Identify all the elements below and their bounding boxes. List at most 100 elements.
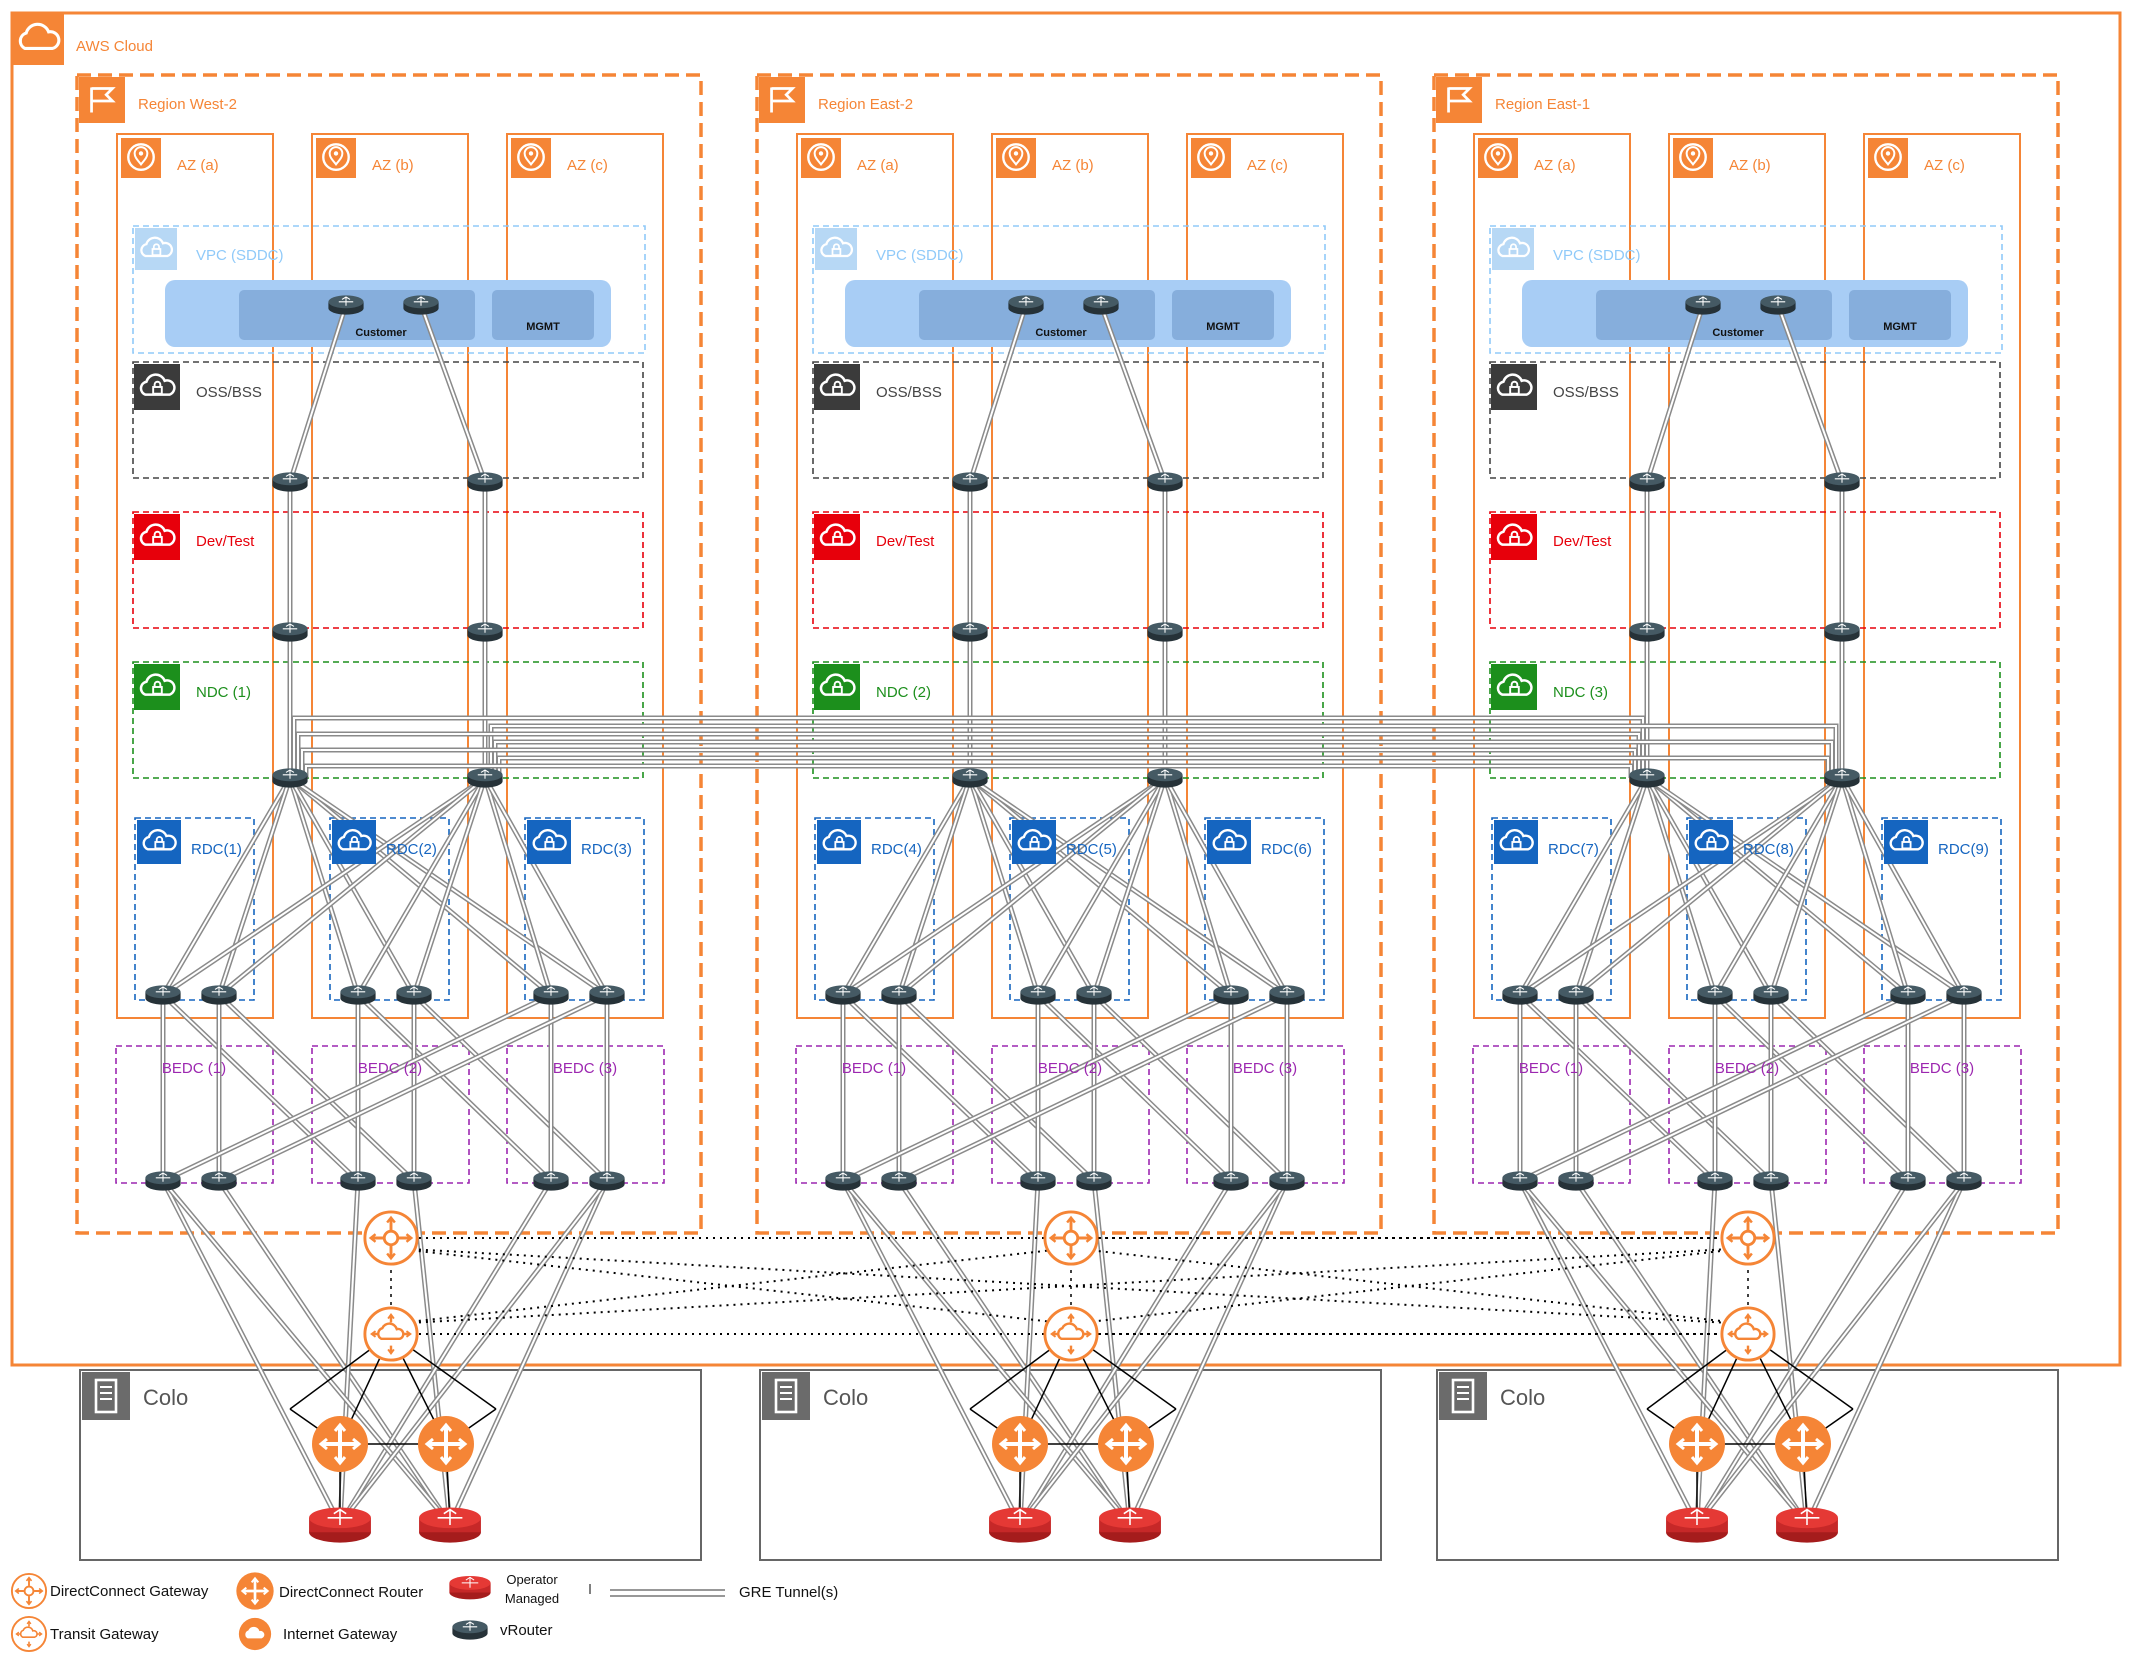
gre-tunnel [1518, 992, 1910, 1184]
customer-label: Customer [1712, 327, 1764, 339]
region-title: Region West-2 [138, 96, 237, 113]
region-box [75, 73, 703, 1235]
bedc-box [795, 1045, 954, 1184]
colo-server-icon [82, 1372, 130, 1420]
rdc-vrouter-icon [1889, 984, 1927, 1006]
legend-dcgw-icon [10, 1572, 48, 1610]
az-pin-icon [1868, 138, 1908, 178]
gre-tunnel [1695, 1179, 1966, 1526]
vpc-box [812, 225, 1326, 354]
vrouter-icon [1628, 471, 1666, 493]
az-box [116, 133, 274, 1019]
gre-tunnel [217, 993, 416, 1183]
region-box [1432, 73, 2060, 1235]
gre-tunnel [841, 992, 1233, 1184]
legend-dcr-icon [235, 1571, 275, 1611]
ndc-title: NDC (3) [1553, 684, 1608, 701]
rdc-title: RDC(9) [1938, 841, 1989, 858]
gre-tunnel [287, 304, 349, 778]
colo-server-icon [762, 1372, 810, 1420]
rdc-cloud-icon [137, 820, 181, 864]
rdc-vrouter-icon [144, 984, 182, 1006]
gre-tunnel [1694, 1179, 1911, 1526]
rdc-cloud-icon [1689, 820, 1733, 864]
colo-title: Colo [143, 1385, 188, 1410]
gre-tunnel [161, 1179, 452, 1526]
legend-igw-label: Internet Gateway [283, 1626, 398, 1643]
gre-tunnel [418, 304, 488, 778]
gre-tunnel [1518, 993, 1717, 1183]
vpc-cloud-icon [135, 228, 177, 270]
mgmt-label: MGMT [526, 321, 560, 333]
vrouter-icon [271, 471, 309, 493]
inter-region-dotted-link [1070, 1247, 1749, 1325]
rdc-box [814, 817, 935, 1001]
az-label: AZ (a) [177, 157, 219, 174]
ndc-box [132, 661, 644, 779]
rdc-vrouter-icon [1696, 984, 1734, 1006]
bedc-vrouter-icon [1501, 1170, 1539, 1192]
bedc-box [1668, 1045, 1827, 1184]
bedc-box [1472, 1045, 1631, 1184]
vrouter-icon [271, 621, 309, 643]
mgmt-subnet [492, 290, 594, 340]
gre-tunnel [1713, 993, 1910, 1183]
az-label: AZ (b) [1729, 157, 1771, 174]
operator-router-icon [988, 1506, 1052, 1544]
vrouter-icon [951, 767, 989, 789]
gre-tunnel [338, 1179, 609, 1526]
directconnect-router-icon [1773, 1414, 1833, 1474]
bedc-title: BEDC (1) [1519, 1060, 1583, 1077]
gre-tunnel [1573, 1179, 1810, 1526]
bedc-box [311, 1045, 470, 1184]
gre-tunnel [1574, 993, 1773, 1183]
customer-vrouter-icon [1082, 294, 1120, 316]
dev-test-box [812, 511, 1324, 629]
bedc-title: BEDC (1) [842, 1060, 906, 1077]
mgmt-label: MGMT [1883, 321, 1917, 333]
bedc-vrouter-icon [1889, 1170, 1927, 1192]
legend-dcr-label: DirectConnect Router [279, 1584, 423, 1601]
rdc-title: RDC(1) [191, 841, 242, 858]
customer-label: Customer [355, 327, 407, 339]
gre-tunnel [217, 776, 487, 997]
rdc-vrouter-icon [1501, 984, 1539, 1006]
gre-tunnel [1839, 777, 1911, 996]
ndc-cloud-icon [1491, 664, 1537, 710]
rdc-title: RDC(7) [1548, 841, 1599, 858]
customer-label: Customer [1035, 327, 1087, 339]
ndc-interconnect-tunnel [492, 739, 1835, 778]
vpc-cloud-icon [1492, 228, 1534, 270]
az-box [1473, 133, 1631, 1019]
rdc-box [1491, 817, 1612, 1001]
az-label: AZ (b) [372, 157, 414, 174]
operator-router-icon [1665, 1506, 1729, 1544]
legend-operator-label-2: Managed [505, 1591, 559, 1606]
rdc-title: RDC(8) [1743, 841, 1794, 858]
gre-tunnel [1574, 776, 1844, 997]
vrouter-icon [1146, 621, 1184, 643]
az-pin-icon [801, 138, 841, 178]
vpc-title: VPC (SDDC) [196, 247, 284, 264]
operator-router-icon [1775, 1506, 1839, 1544]
oss-cloud-icon [1491, 364, 1537, 410]
gre-tunnel [840, 1179, 1023, 1526]
bedc-title: BEDC (3) [1910, 1060, 1974, 1077]
aws-cloud-icon [12, 13, 64, 65]
colo-box [1436, 1369, 2059, 1561]
vpc-title: VPC (SDDC) [1553, 247, 1641, 264]
inter-region-dotted-link [390, 1247, 1749, 1325]
bedc-vrouter-icon [1696, 1170, 1734, 1192]
oss-bss-title: OSS/BSS [876, 384, 942, 401]
oss-bss-title: OSS/BSS [1553, 384, 1619, 401]
dev-test-title: Dev/Test [876, 533, 935, 550]
gre-tunnel [412, 993, 609, 1183]
dev-test-box [1489, 511, 2001, 629]
az-pin-icon [996, 138, 1036, 178]
region-flag-icon [79, 77, 125, 123]
gre-tunnel [841, 993, 1040, 1183]
bedc-vrouter-icon [1075, 1170, 1113, 1192]
az-pin-icon [1191, 138, 1231, 178]
oss-bss-title: OSS/BSS [196, 384, 262, 401]
customer-vrouter-icon [1759, 294, 1797, 316]
